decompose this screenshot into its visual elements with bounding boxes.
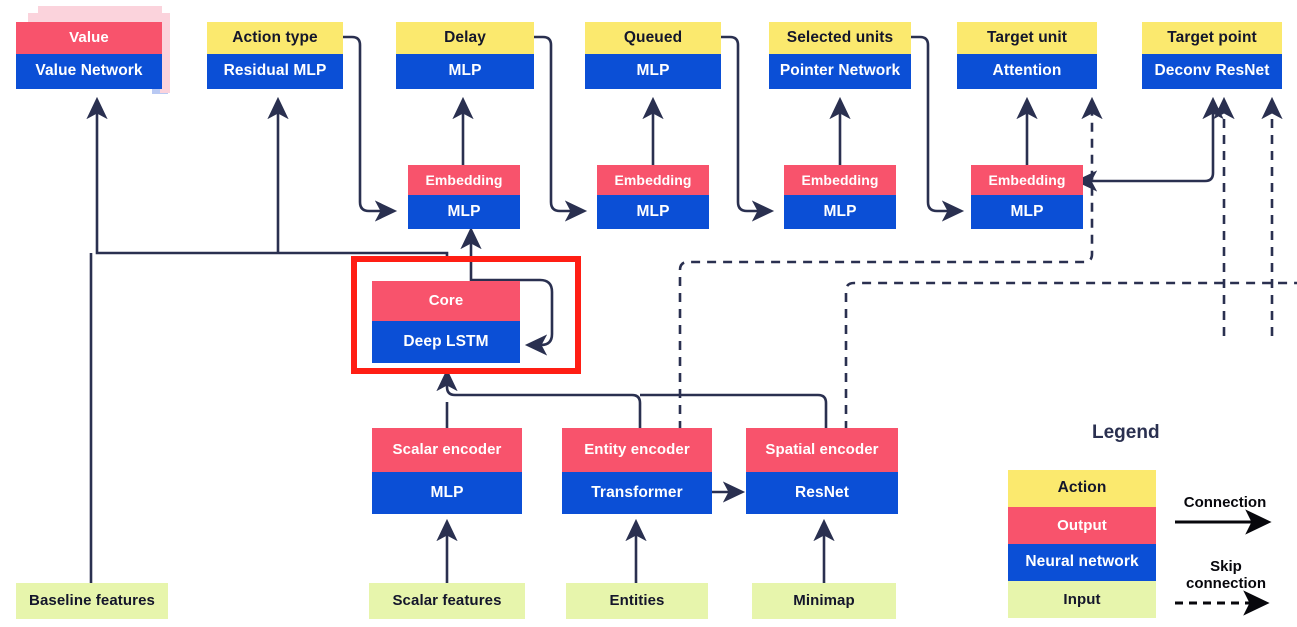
node-embedding-queued-network-label: MLP — [597, 195, 709, 229]
legend-title: Legend — [1092, 422, 1160, 443]
legend-swatch-action: Action — [1008, 470, 1156, 507]
node-baseline-features[interactable]: Baseline features — [16, 583, 168, 619]
node-embedding-delay-network-label: MLP — [408, 195, 520, 229]
node-entity-encoder[interactable]: Entity encoder Transformer — [562, 428, 712, 514]
node-embedding-target-unit-output-label: Embedding — [971, 165, 1083, 195]
legend-swatches: Action Output Neural network Input — [1008, 470, 1156, 618]
node-scalar-encoder-output-label: Scalar encoder — [372, 428, 522, 472]
node-value-output-label: Value — [16, 22, 162, 54]
node-action-type-network-label: Residual MLP — [207, 54, 343, 89]
legend-swatch-output: Output — [1008, 507, 1156, 544]
node-target-point-network-label: Deconv ResNet — [1142, 54, 1282, 89]
node-spatial-encoder-output-label: Spatial encoder — [746, 428, 898, 472]
node-spatial-encoder[interactable]: Spatial encoder ResNet — [746, 428, 898, 514]
node-value[interactable]: Value Value Network — [16, 22, 162, 89]
node-scalar-encoder-network-label: MLP — [372, 472, 522, 514]
node-queued[interactable]: Queued MLP — [585, 22, 721, 89]
legend-swatch-neural-network: Neural network — [1008, 544, 1156, 581]
node-embedding-selected-units-network-label: MLP — [784, 195, 896, 229]
legend-connection-label: Connection — [1183, 494, 1267, 511]
node-entities[interactable]: Entities — [566, 583, 708, 619]
legend-swatch-input: Input — [1008, 581, 1156, 618]
core-highlight-box — [351, 256, 581, 374]
node-scalar-features[interactable]: Scalar features — [369, 583, 525, 619]
node-queued-network-label: MLP — [585, 54, 721, 89]
node-target-unit-network-label: Attention — [957, 54, 1097, 89]
node-action-type[interactable]: Action type Residual MLP — [207, 22, 343, 89]
node-core-network-label: Deep LSTM — [372, 321, 520, 363]
node-embedding-target-unit[interactable]: Embedding MLP — [971, 165, 1083, 229]
node-target-point[interactable]: Target point Deconv ResNet — [1142, 22, 1282, 89]
node-target-unit[interactable]: Target unit Attention — [957, 22, 1097, 89]
node-selected-units[interactable]: Selected units Pointer Network — [769, 22, 911, 89]
node-entity-encoder-network-label: Transformer — [562, 472, 712, 514]
node-embedding-delay[interactable]: Embedding MLP — [408, 165, 520, 229]
node-scalar-encoder[interactable]: Scalar encoder MLP — [372, 428, 522, 514]
node-delay-network-label: MLP — [396, 54, 534, 89]
node-embedding-delay-output-label: Embedding — [408, 165, 520, 195]
node-embedding-selected-units[interactable]: Embedding MLP — [784, 165, 896, 229]
node-embedding-target-unit-network-label: MLP — [971, 195, 1083, 229]
node-value-network-label: Value Network — [16, 54, 162, 89]
node-delay[interactable]: Delay MLP — [396, 22, 534, 89]
node-core[interactable]: Core Deep LSTM — [372, 281, 520, 363]
node-target-unit-action-label: Target unit — [957, 22, 1097, 54]
node-embedding-queued-output-label: Embedding — [597, 165, 709, 195]
node-core-output-label: Core — [372, 281, 520, 321]
node-entity-encoder-output-label: Entity encoder — [562, 428, 712, 472]
legend-skip-connection-label: Skip connection — [1185, 558, 1266, 593]
node-action-type-action-label: Action type — [207, 22, 343, 54]
node-embedding-selected-units-output-label: Embedding — [784, 165, 896, 195]
value-stack-ghost-pink-2 — [160, 13, 170, 93]
node-selected-units-action-label: Selected units — [769, 22, 911, 54]
node-delay-action-label: Delay — [396, 22, 534, 54]
node-spatial-encoder-network-label: ResNet — [746, 472, 898, 514]
node-embedding-queued[interactable]: Embedding MLP — [597, 165, 709, 229]
node-minimap[interactable]: Minimap — [752, 583, 896, 619]
node-queued-action-label: Queued — [585, 22, 721, 54]
node-selected-units-network-label: Pointer Network — [769, 54, 911, 89]
node-target-point-action-label: Target point — [1142, 22, 1282, 54]
